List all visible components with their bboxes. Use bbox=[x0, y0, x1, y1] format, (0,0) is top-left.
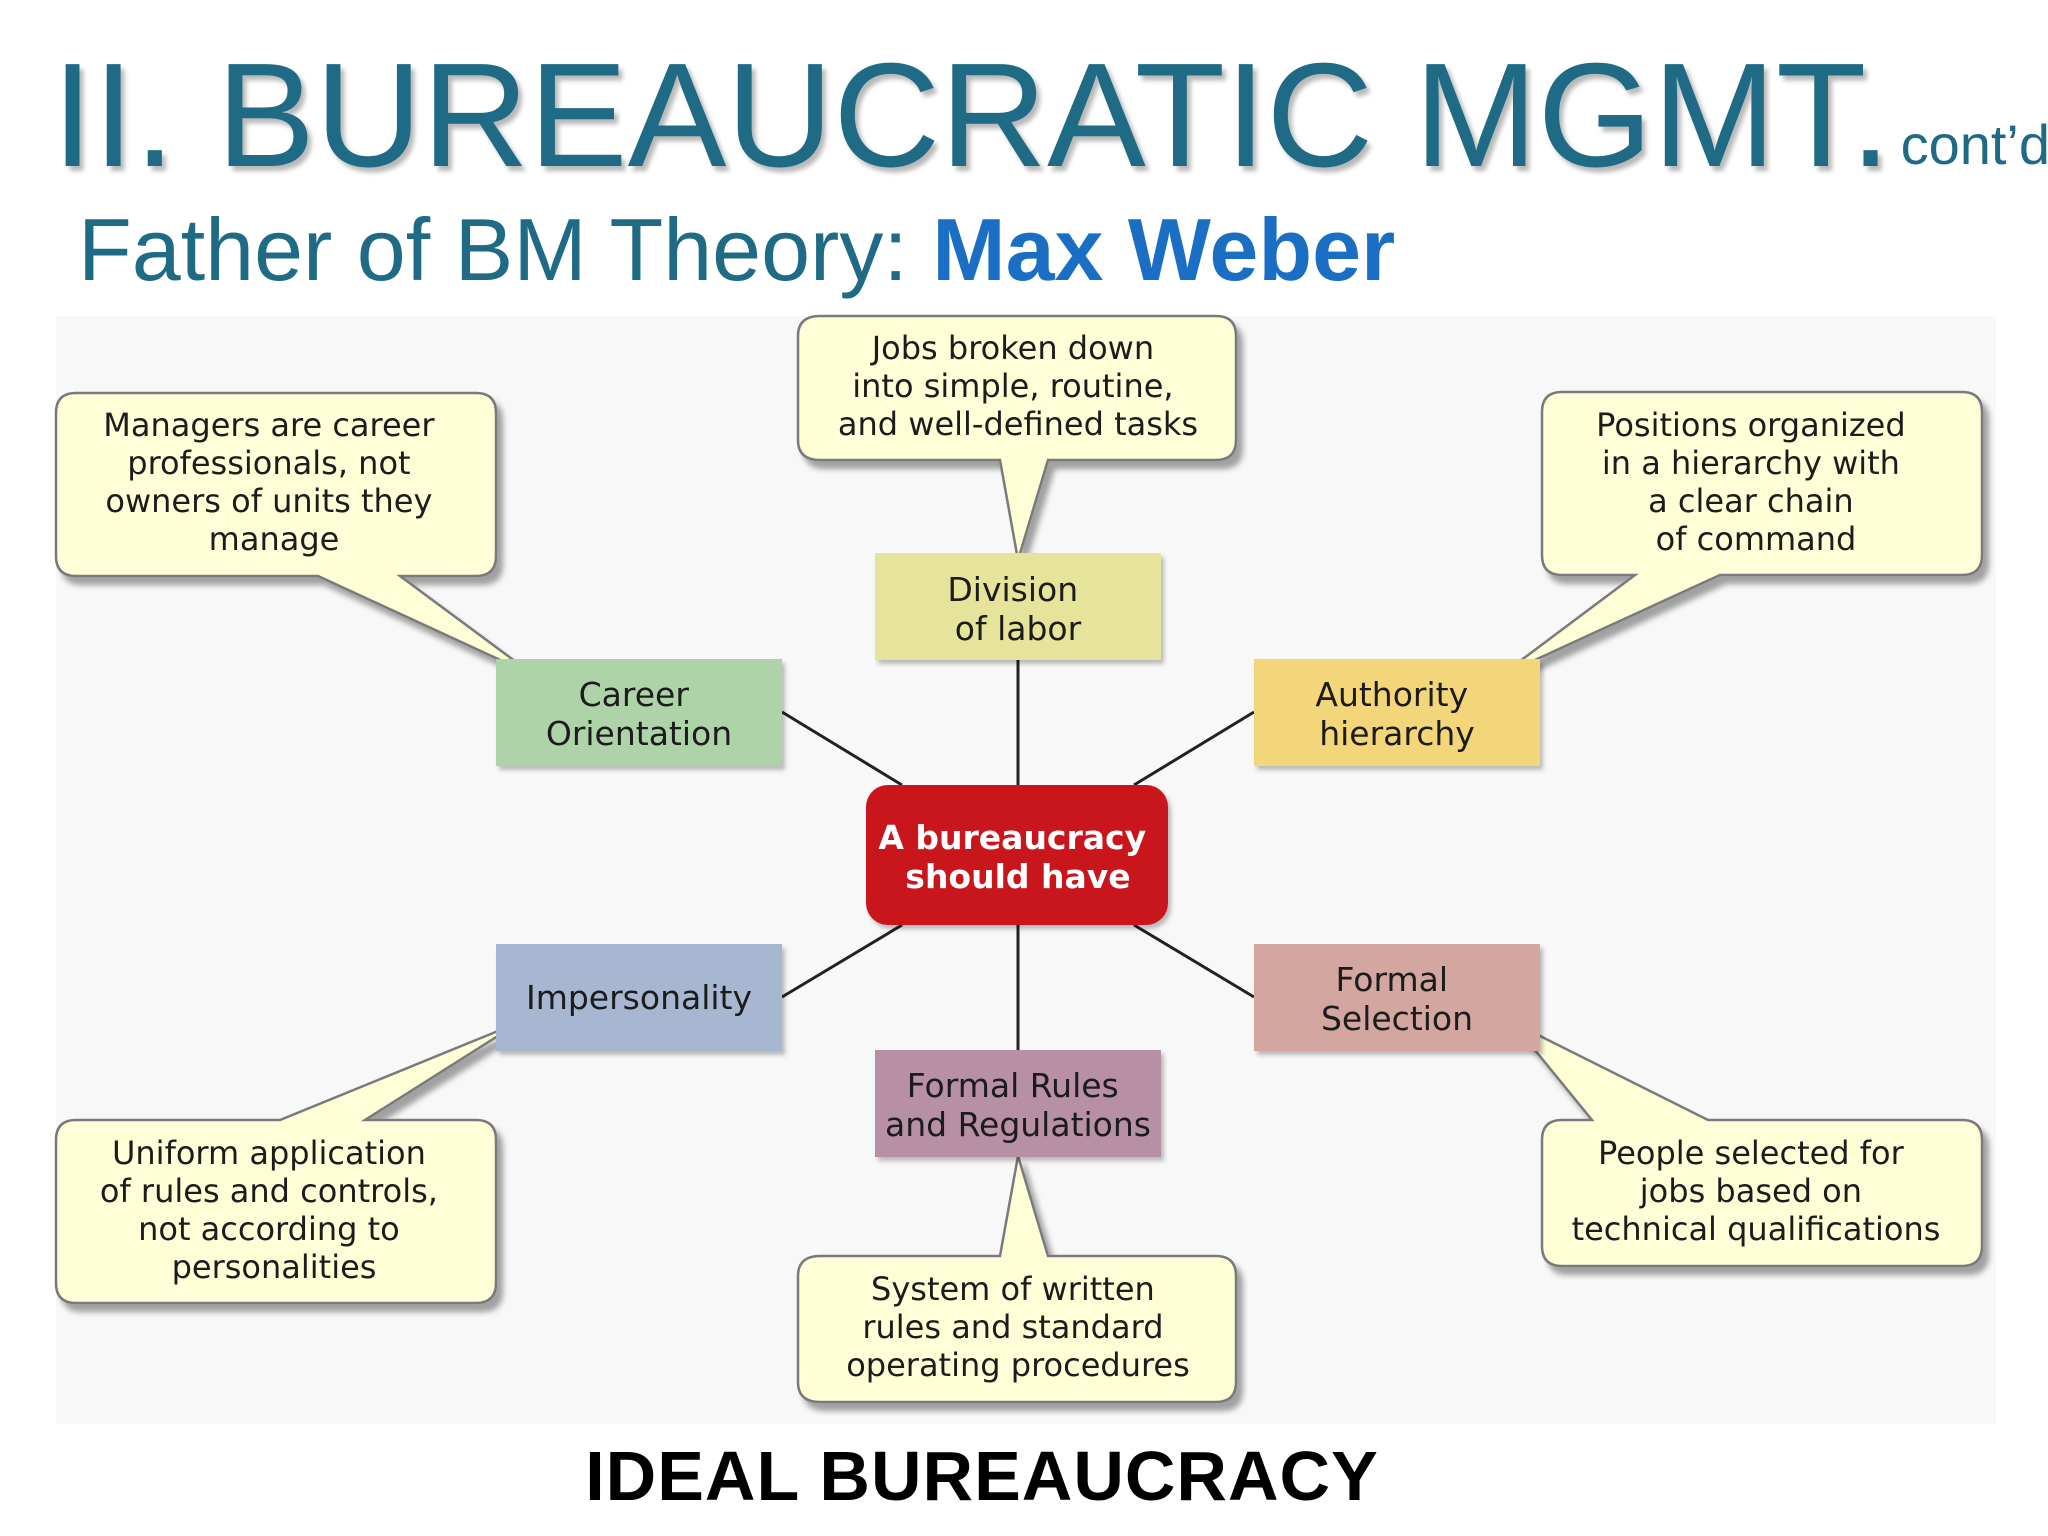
node-rules-line: and Regulations bbox=[885, 1105, 1151, 1144]
node-rules-label: Formal Rules and Regulations bbox=[885, 1066, 1151, 1144]
callout-selection bbox=[1511, 1020, 1984, 1268]
node-career-line: Career bbox=[579, 675, 690, 714]
callout-division-line: Jobs broken down bbox=[870, 329, 1154, 367]
center-node-line: A bureaucracy bbox=[878, 818, 1146, 857]
node-impersonality-label: Impersonality bbox=[526, 978, 752, 1017]
callout-career-line: owners of units they bbox=[105, 482, 432, 520]
slide-title: II. BUREAUCRATIC MGMT. bbox=[52, 33, 1892, 198]
node-career-box bbox=[496, 659, 782, 766]
continued-label: cont’d bbox=[1900, 113, 2048, 176]
node-impersonality-line: Impersonality bbox=[526, 978, 752, 1017]
callout-selection-text: People selected for jobs based on techni… bbox=[1572, 1134, 1941, 1248]
callout-authority-line: of command bbox=[1656, 520, 1857, 558]
callout-impersonality bbox=[54, 1020, 521, 1305]
center-node-box bbox=[866, 785, 1168, 925]
callout-selection-line: technical qualifications bbox=[1572, 1210, 1941, 1248]
callout-rules-line: rules and standard bbox=[862, 1308, 1163, 1346]
callout-career-text: Managers are career professionals, not o… bbox=[103, 406, 444, 558]
node-impersonality-box bbox=[496, 944, 782, 1051]
callout-division-line: and well-defined tasks bbox=[838, 405, 1198, 443]
connector-selection bbox=[1133, 923, 1255, 999]
node-rules-line: Formal Rules bbox=[907, 1066, 1119, 1105]
node-division-line: Division bbox=[947, 570, 1078, 609]
callout-division-line: into simple, routine, bbox=[852, 367, 1173, 405]
callout-rules-text: System of written rules and standard ope… bbox=[846, 1270, 1190, 1384]
node-division-line: of labor bbox=[955, 609, 1082, 648]
node-division-label: Division of labor bbox=[947, 570, 1088, 648]
connector-career bbox=[781, 710, 903, 787]
callout-impersonality-line: personalities bbox=[172, 1248, 377, 1286]
callout-selection-bubble bbox=[1511, 1020, 1984, 1268]
node-authority-label: Authority hierarchy bbox=[1315, 675, 1478, 753]
callout-rules-line: System of written bbox=[871, 1270, 1155, 1308]
node-selection-box bbox=[1254, 944, 1540, 1051]
node-rules-box bbox=[875, 1050, 1161, 1157]
node-selection-line: Selection bbox=[1321, 999, 1473, 1038]
callout-rules-line: operating procedures bbox=[846, 1346, 1190, 1384]
callout-impersonality-line: not according to bbox=[138, 1210, 400, 1248]
callout-selection-line: People selected for bbox=[1598, 1134, 1905, 1172]
callout-authority-line: a clear chain bbox=[1648, 482, 1854, 520]
center-node-line: should have bbox=[905, 857, 1130, 896]
callout-division bbox=[796, 314, 1238, 561]
callout-impersonality-bubble bbox=[54, 1020, 521, 1305]
callout-division-bubble bbox=[796, 314, 1238, 561]
center-node-label: A bureaucracy should have bbox=[878, 818, 1157, 896]
callout-authority-text: Positions organized in a hierarchy with … bbox=[1596, 406, 1916, 558]
callout-impersonality-line: of rules and controls, bbox=[100, 1172, 438, 1210]
callout-authority bbox=[1499, 390, 1984, 678]
subtitle-prefix: Father of BM Theory: bbox=[78, 200, 933, 299]
slide-subtitle: Father of BM Theory: Max Weber bbox=[78, 206, 1395, 294]
connector-authority bbox=[1133, 710, 1255, 787]
callout-impersonality-text: Uniform application of rules and control… bbox=[100, 1134, 448, 1286]
callout-authority-line: Positions organized bbox=[1596, 406, 1906, 444]
node-selection-line: Formal bbox=[1335, 960, 1448, 999]
callout-career-line: manage bbox=[209, 520, 340, 558]
node-selection-label: Formal Selection bbox=[1321, 960, 1473, 1038]
callout-rules-bubble bbox=[796, 1155, 1238, 1404]
callout-career-bubble bbox=[54, 391, 536, 678]
callout-career bbox=[54, 391, 536, 678]
connector-lines bbox=[781, 660, 1255, 1050]
diagram-caption: IDEAL BUREAUCRACY bbox=[585, 1437, 1379, 1515]
node-authority-line: Authority bbox=[1315, 675, 1468, 714]
connector-impersonality bbox=[781, 923, 903, 999]
node-authority-line: hierarchy bbox=[1319, 714, 1475, 753]
callout-authority-bubble bbox=[1499, 390, 1984, 678]
callout-authority-line: in a hierarchy with bbox=[1602, 444, 1900, 482]
callout-career-line: Managers are career bbox=[103, 406, 435, 444]
node-authority-box bbox=[1254, 659, 1540, 766]
node-career-label: Career Orientation bbox=[546, 675, 732, 753]
callout-impersonality-line: Uniform application bbox=[112, 1134, 426, 1172]
callout-division-text: Jobs broken down into simple, routine, a… bbox=[838, 329, 1198, 443]
callout-selection-line: jobs based on bbox=[1639, 1172, 1862, 1210]
node-division-box bbox=[875, 553, 1161, 660]
node-career-line: Orientation bbox=[546, 714, 732, 753]
subtitle-name: Max Weber bbox=[932, 200, 1396, 299]
callout-rules bbox=[796, 1155, 1238, 1404]
callout-career-line: professionals, not bbox=[127, 444, 410, 482]
